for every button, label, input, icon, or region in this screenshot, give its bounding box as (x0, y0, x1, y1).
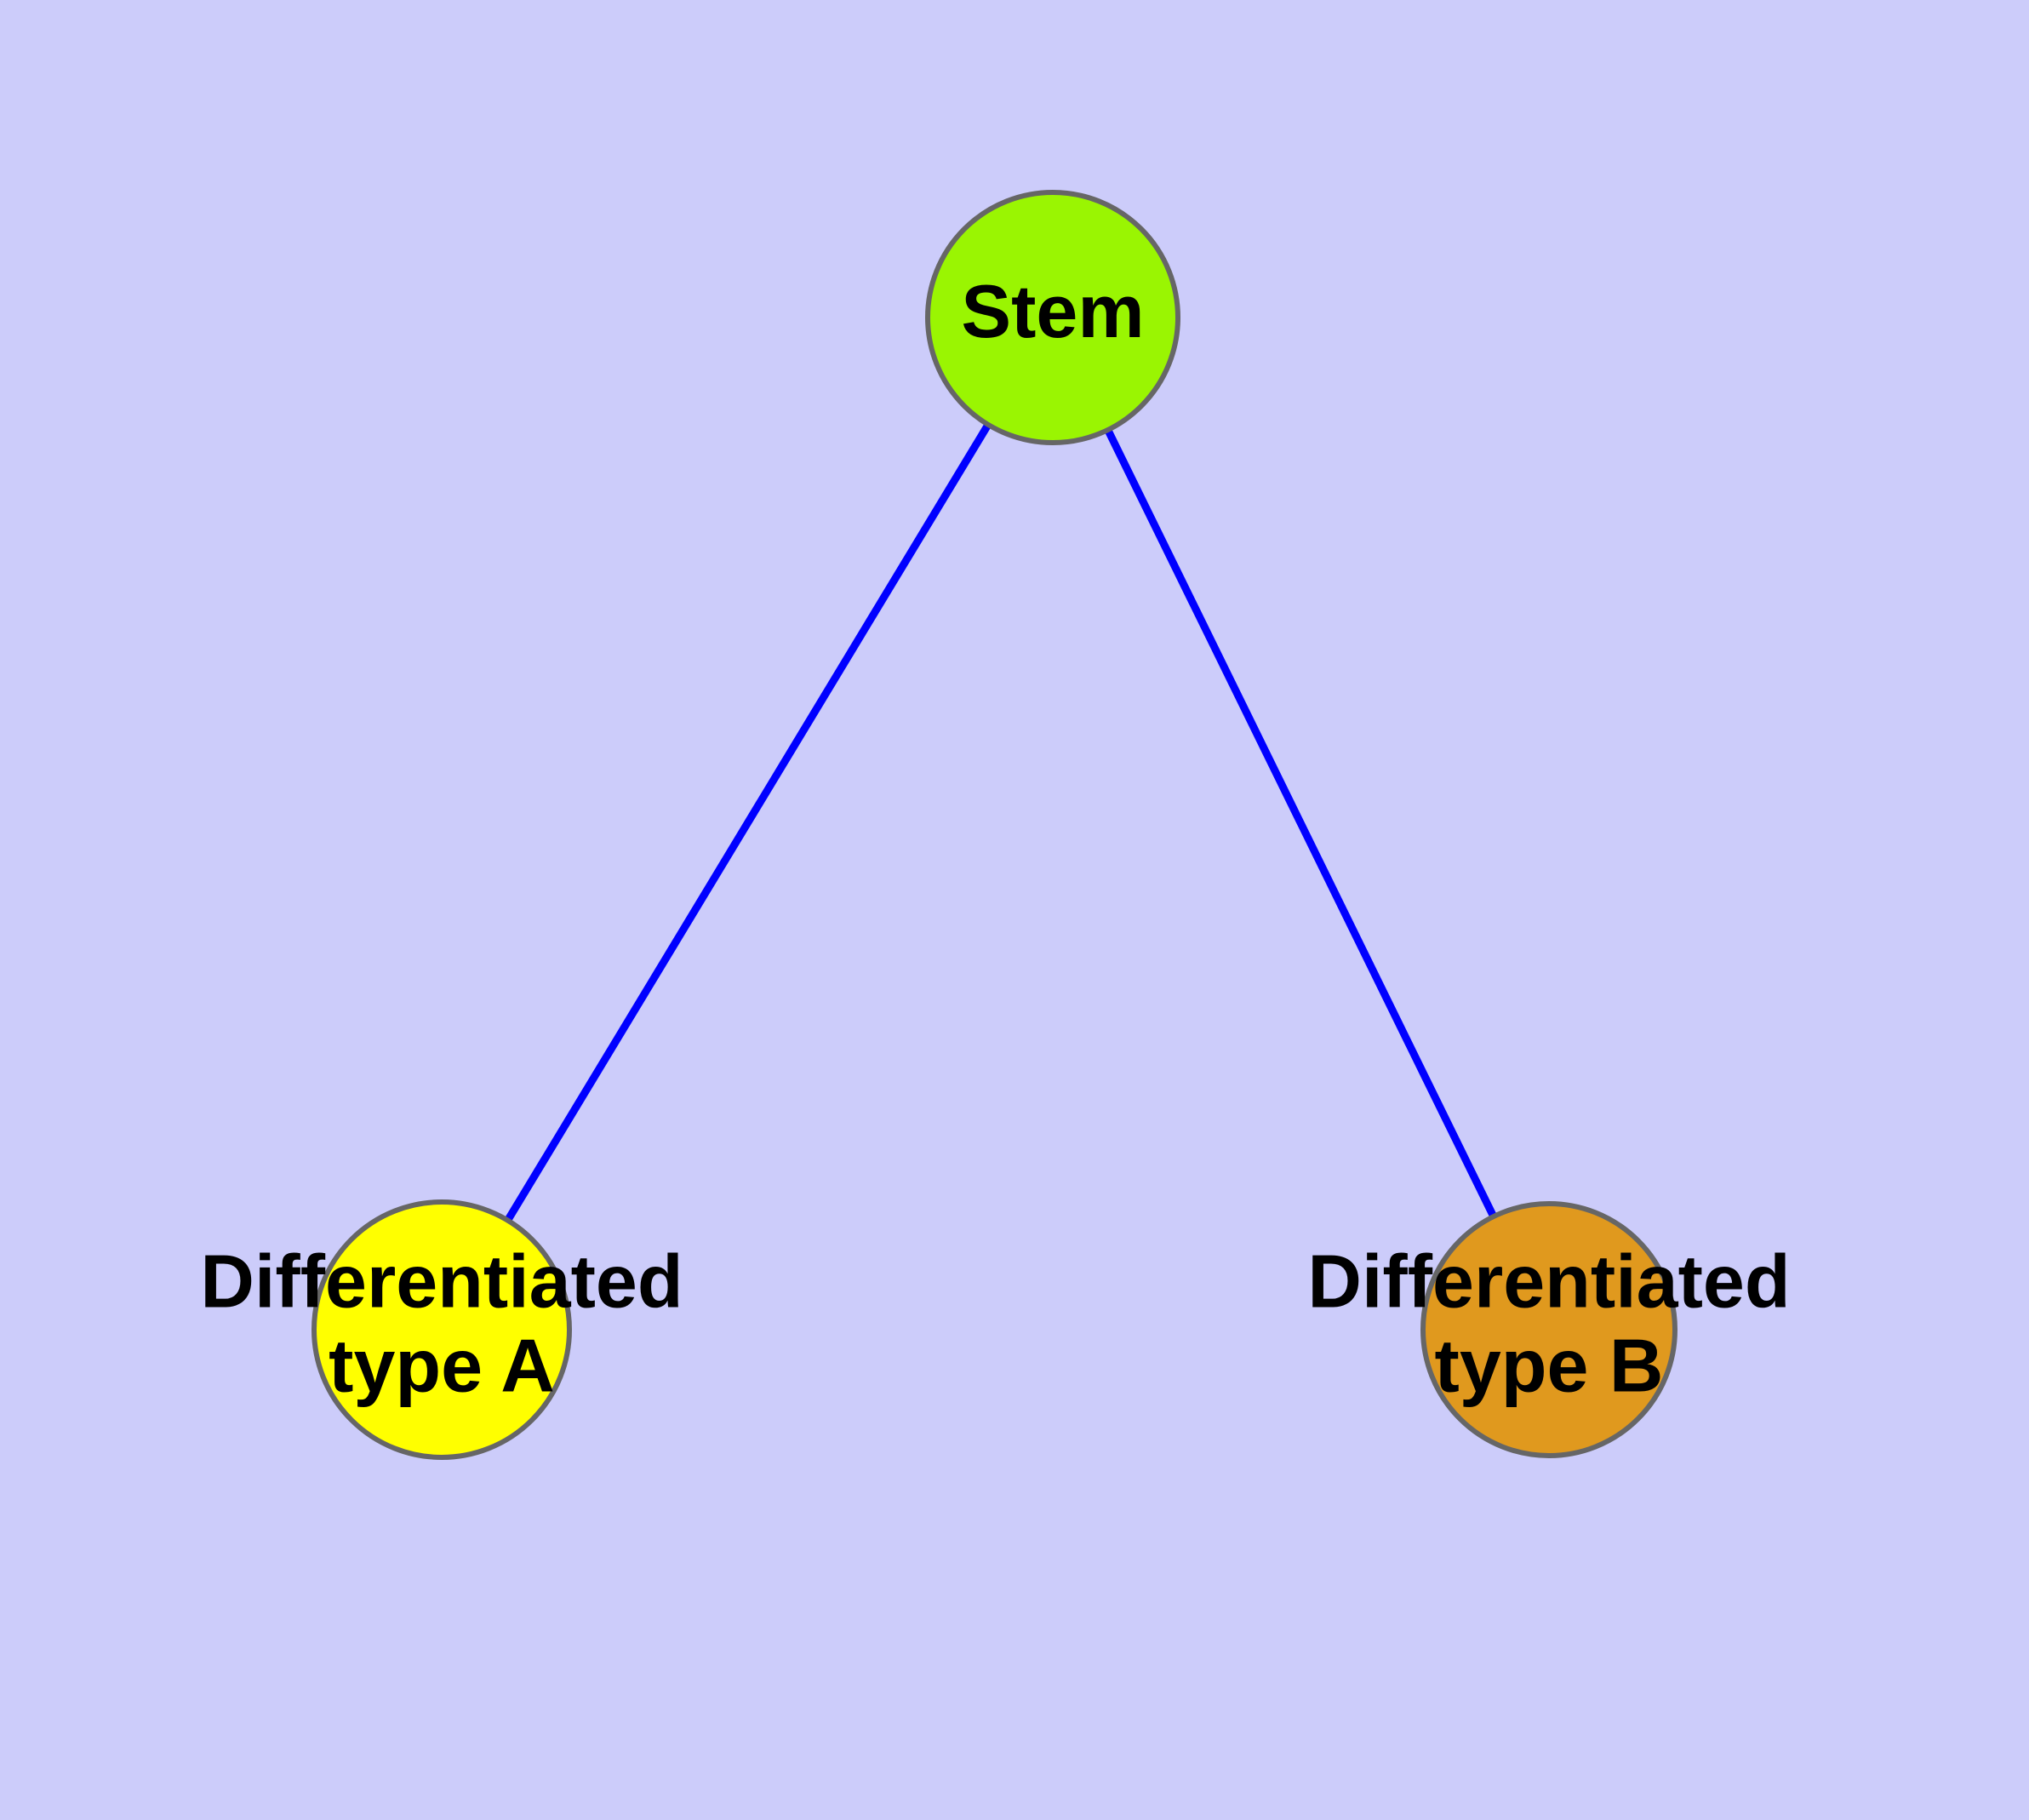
node-label-stem: Stem (961, 269, 1144, 353)
node-label-line: type A (329, 1324, 555, 1408)
node-label-line: Differentiated (200, 1239, 683, 1324)
edge-stem-diff-b[interactable] (1104, 428, 1497, 1219)
edge-layer (504, 422, 1497, 1222)
node-stem[interactable] (925, 190, 1180, 445)
edge-stem-diff-a[interactable] (504, 422, 992, 1222)
node-label-line: Differentiated (1307, 1239, 1790, 1324)
node-label-line: type B (1435, 1324, 1664, 1408)
node-label-line: Stem (961, 269, 1144, 353)
node-layer (311, 190, 1677, 1460)
node-diff_a[interactable] (311, 1199, 572, 1460)
node-diff_b[interactable] (1420, 1201, 1677, 1458)
